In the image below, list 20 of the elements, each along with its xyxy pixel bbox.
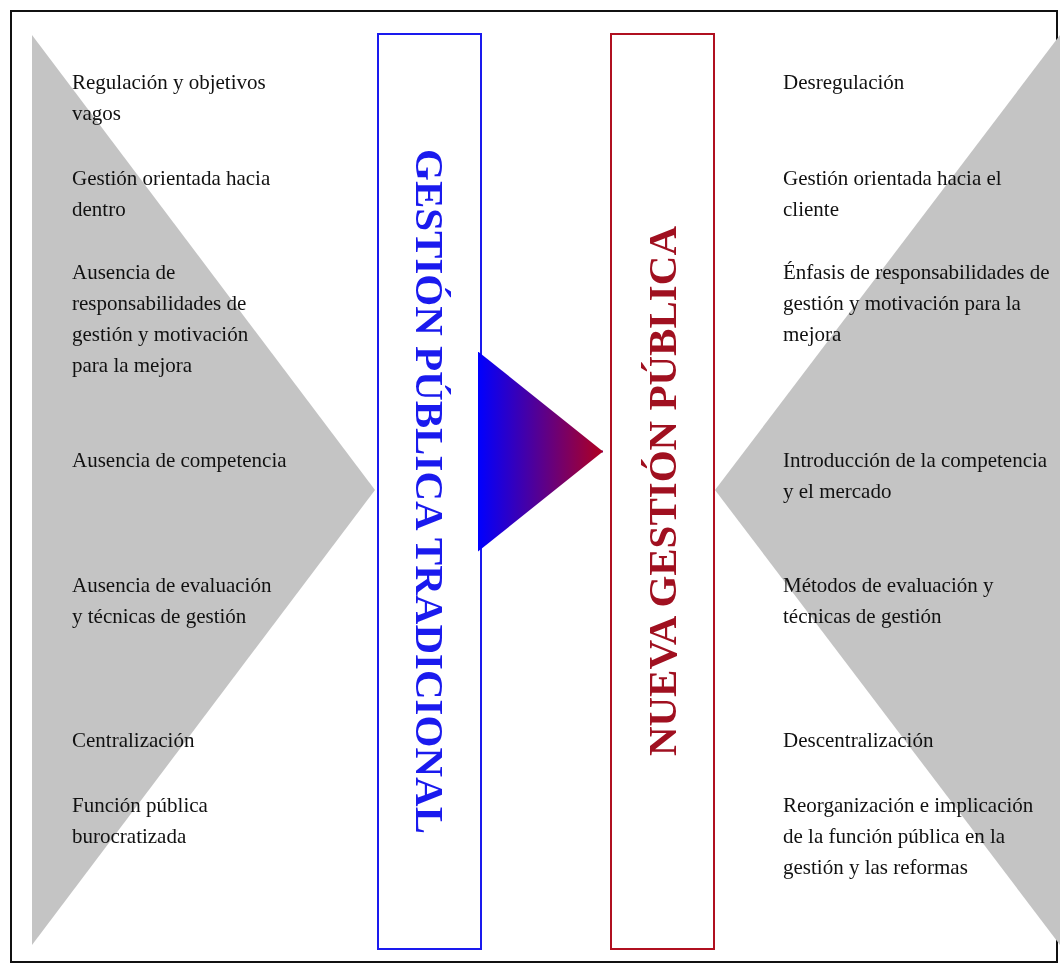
vertical-title-box: [377, 33, 482, 950]
chevron-panel: [32, 35, 375, 945]
list-text: Introducción de la competencia y el mercado: [783, 447, 1049, 505]
list-text: Métodos de evaluación y técnicas de gestión: [783, 572, 995, 630]
vertical-title: NUEVA GESTIÓN PÚBLICA: [642, 226, 683, 757]
vertical-title: GESTIÓN PÚBLICA TRADICIONAL: [409, 149, 450, 834]
chevron-panel: [715, 35, 1060, 945]
list-text: Descentralización: [783, 727, 935, 754]
vertical-title-box: [610, 33, 715, 950]
list-text: Ausencia de evaluación y técnicas de gestión: [72, 572, 273, 630]
list-text: Gestión orientada hacia dentro: [72, 165, 272, 223]
list-text: Centralización: [72, 727, 196, 754]
list-text: Desregulación: [783, 69, 906, 96]
list-text: Énfasis de responsabilidades de gestión y motivación para la mejora: [783, 259, 1051, 348]
list-text: Reorganización e implicación de la función pública en la gestión y las reformas: [783, 792, 1035, 881]
list-text: Regulación y objetivos vagos: [72, 69, 267, 127]
list-text: Ausencia de competencia: [72, 447, 287, 474]
list-text: Función pública burocratizada: [72, 792, 209, 850]
list-text: Gestión orientada hacia el cliente: [783, 165, 1003, 223]
list-text: Ausencia de responsabilidades de gestión y motivación para la mejora: [72, 259, 250, 379]
